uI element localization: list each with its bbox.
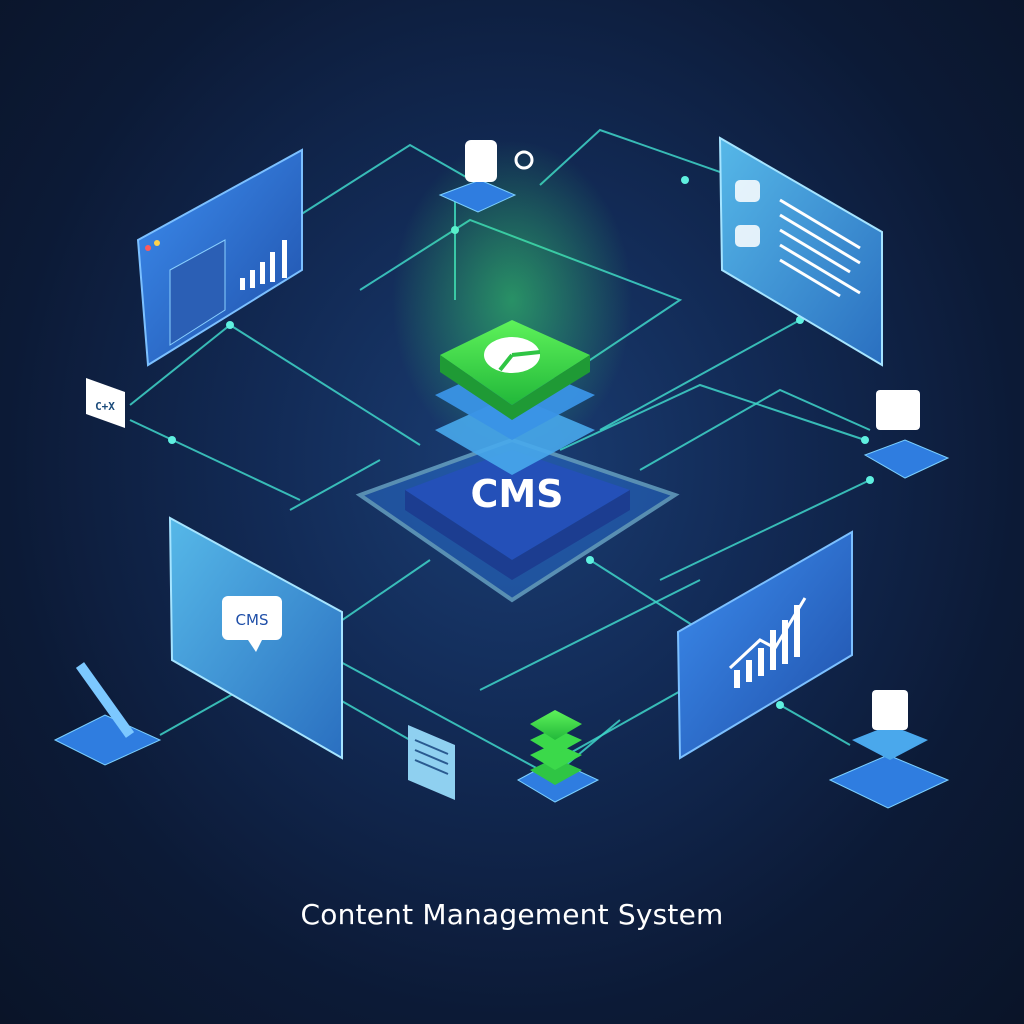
document-node bbox=[408, 725, 455, 800]
stack-node bbox=[828, 690, 950, 809]
chat-icon bbox=[735, 225, 760, 247]
pie-chart-icon bbox=[484, 337, 541, 373]
dashboard-panel bbox=[136, 148, 303, 367]
database-icon bbox=[530, 710, 582, 740]
analytics-panel bbox=[676, 530, 853, 760]
top-node bbox=[438, 140, 534, 213]
bar-chart-icon bbox=[240, 240, 287, 290]
chat-icon bbox=[222, 596, 282, 640]
image-icon bbox=[876, 390, 920, 430]
arrow-icon bbox=[75, 662, 135, 738]
refresh-icon bbox=[735, 180, 760, 202]
image-icon bbox=[465, 140, 497, 182]
caption: Content Management System bbox=[300, 898, 724, 931]
cms-core-stack: CMS bbox=[355, 140, 680, 603]
refresh-icon bbox=[514, 150, 534, 170]
code-icon: C+X bbox=[95, 400, 115, 413]
line-chart-icon bbox=[728, 597, 807, 688]
panel-label: CMS bbox=[236, 611, 269, 629]
cms-window-panel: CMS bbox=[168, 516, 343, 760]
database-node bbox=[516, 710, 600, 803]
code-badge: C+X bbox=[86, 378, 125, 428]
core-label: CMS bbox=[470, 472, 563, 516]
arrow-node bbox=[53, 662, 162, 766]
right-node bbox=[863, 390, 950, 479]
document-panel bbox=[718, 136, 883, 367]
image-icon bbox=[872, 690, 908, 730]
